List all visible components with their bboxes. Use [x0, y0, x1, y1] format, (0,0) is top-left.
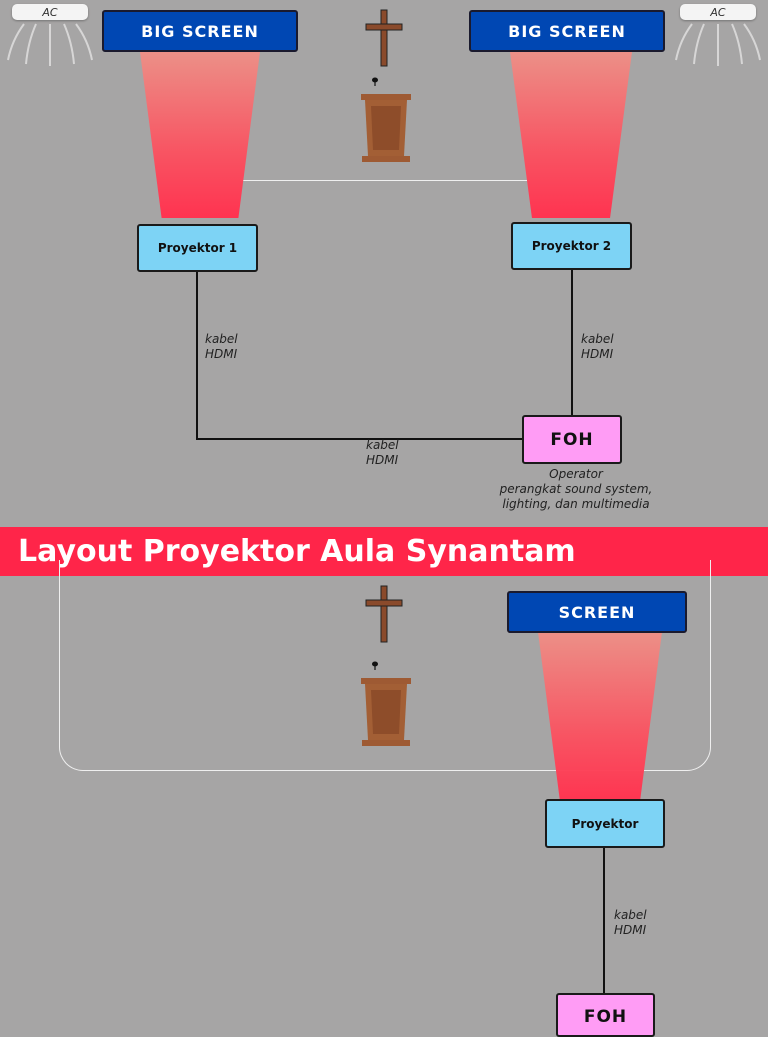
projector-beam-right	[510, 52, 632, 218]
ac-unit-left: AC	[4, 0, 96, 68]
podium-icon	[361, 661, 411, 746]
airflow-icon	[675, 23, 761, 66]
podium-icon	[361, 77, 411, 162]
cross-icon	[365, 585, 403, 643]
airflow-icon	[7, 23, 93, 66]
big-screen-left: BIG SCREEN	[102, 10, 298, 52]
hdmi-cable-left-vertical	[196, 272, 198, 440]
foh-box-bottom: FOH	[556, 993, 655, 1037]
foh-box-top: FOH	[522, 415, 622, 464]
projector-bottom: Proyektor	[545, 799, 665, 848]
cable-label-bottom: kabel HDMI	[366, 438, 399, 467]
page-title: Layout Proyektor Aula Synantam	[0, 527, 768, 576]
ac-label-right: AC	[680, 4, 756, 20]
hdmi-cable-right-vertical	[571, 270, 573, 416]
projector-beam-left	[140, 52, 260, 218]
ac-unit-right: AC	[672, 0, 764, 68]
hdmi-cable-bottom	[603, 848, 605, 994]
projector-1: Proyektor 1	[137, 224, 258, 272]
cross-icon	[365, 9, 403, 67]
cable-label-lower: kabel HDMI	[614, 908, 647, 937]
screen-bottom: SCREEN	[507, 591, 687, 633]
stage-outline-bottom	[59, 560, 711, 771]
projector-beam-bottom	[538, 632, 662, 804]
ac-label-left: AC	[12, 4, 88, 20]
stage-outline-top	[240, 0, 530, 181]
operator-note: Operator perangkat sound system, lightin…	[499, 467, 653, 511]
cable-label-left: kabel HDMI	[205, 332, 238, 361]
big-screen-right: BIG SCREEN	[469, 10, 665, 52]
cable-label-right: kabel HDMI	[581, 332, 614, 361]
hdmi-cable-horizontal	[196, 438, 524, 440]
projector-2: Proyektor 2	[511, 222, 632, 270]
